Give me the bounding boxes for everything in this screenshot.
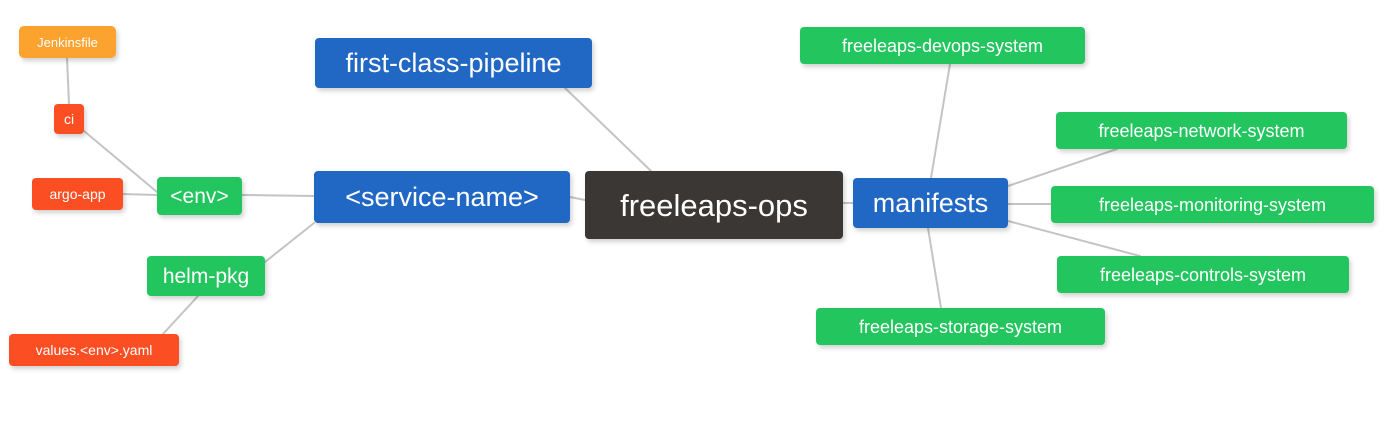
mindmap-node-label-freeleaps-controls-system: freeleaps-controls-system [1099,264,1307,285]
mindmap-node-label-freeleaps-storage-system: freeleaps-storage-system [858,316,1063,337]
mindmap-node-label-freeleaps-network-system: freeleaps-network-system [1098,120,1305,141]
mindmap-node-label-freeleaps-monitoring-system: freeleaps-monitoring-system [1098,194,1327,215]
mindmap-node-jenkinsfile[interactable]: Jenkinsfile [19,26,116,58]
mindmap-node-argo-app[interactable]: argo-app [32,178,123,210]
mindmap-node-freeleaps-monitoring-system[interactable]: freeleaps-monitoring-system [1051,186,1374,223]
mindmap-node-freeleaps-storage-system[interactable]: freeleaps-storage-system [816,308,1105,345]
mindmap-node-label-ci: ci [63,111,75,127]
mindmap-node-label-jenkinsfile: Jenkinsfile [37,34,98,50]
mindmap-node-manifests[interactable]: manifests [853,178,1008,228]
mindmap-node-helm-pkg[interactable]: helm-pkg [147,256,265,296]
mindmap-node-freeleaps-controls-system[interactable]: freeleaps-controls-system [1057,256,1349,293]
mindmap-node-label-freeleaps-devops-system: freeleaps-devops-system [841,35,1044,56]
mindmap-node-values-env-yaml[interactable]: values.<env>.yaml [9,334,179,366]
mindmap-node-label-values-env-yaml: values.<env>.yaml [35,342,153,358]
mindmap-node-ci[interactable]: ci [54,104,84,134]
mindmap-node-label-service-name: <service-name> [345,181,539,212]
mindmap-node-label-manifests: manifests [872,187,989,218]
mindmap-node-label-first-class-pipeline: first-class-pipeline [345,47,562,78]
mindmap-node-label-helm-pkg: helm-pkg [162,264,250,288]
mindmap-node-label-freeleaps-ops: freeleaps-ops [620,187,808,223]
mindmap-node-freeleaps-ops[interactable]: freeleaps-ops [585,171,843,239]
mindmap-node-env[interactable]: <env> [157,177,242,215]
mindmap-node-freeleaps-network-system[interactable]: freeleaps-network-system [1056,112,1347,149]
mindmap-node-label-env: <env> [170,184,229,208]
mindmap-node-service-name[interactable]: <service-name> [314,171,570,223]
mindmap-node-label-argo-app: argo-app [49,186,106,202]
mindmap-node-freeleaps-devops-system[interactable]: freeleaps-devops-system [800,27,1085,64]
mindmap-node-first-class-pipeline[interactable]: first-class-pipeline [315,38,592,88]
